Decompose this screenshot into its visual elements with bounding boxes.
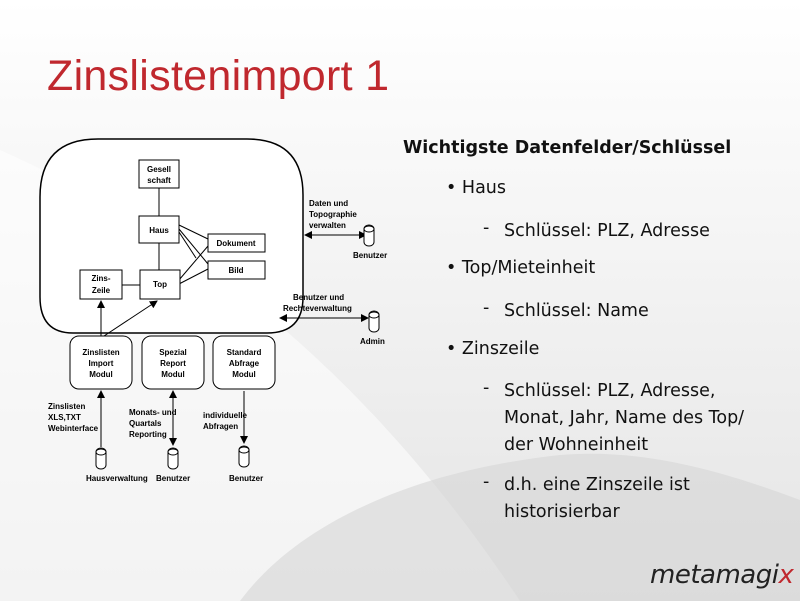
actor-benutzer-bottom-mid-icon [167,447,179,470]
bullet-label: Zinszeile [461,339,540,359]
entity-gesellschaft: Gesell schaft [138,159,180,189]
actor-benutzer-bottom-right-label: Benutzer [229,474,263,483]
svg-text:Abfragen: Abfragen [203,422,238,431]
content-heading: Wichtigste Datenfelder/Schlüssel [403,138,732,158]
flow-label-individuelle: individuelle Abfragen [203,411,248,431]
svg-text:Quartals: Quartals [129,419,162,428]
entity-relations [122,188,209,286]
svg-text:Modul: Modul [89,370,113,379]
bullet-marker: • [446,258,457,278]
bullet-marker: • [446,178,457,198]
dash-marker: - [483,472,490,492]
actor-benutzer-bottom-right-icon [238,445,250,468]
svg-text:Zeile: Zeile [92,286,111,295]
bullet-marker: • [446,339,457,359]
flow-label-rechte: Benutzer und Rechteverwaltung [283,293,352,313]
svg-text:Top: Top [153,280,167,289]
module-standard-abfrage: Standard Abfrage Modul [212,335,276,390]
sub-item-text: Schlüssel: PLZ, Adresse [504,221,710,241]
dash-marker: - [483,218,490,238]
svg-text:Import: Import [89,359,114,368]
actor-benutzer-bottom-mid-label: Benutzer [156,474,190,483]
svg-text:Dokument: Dokument [216,239,255,248]
bullet-label: Haus [461,178,506,198]
entity-zinszeile: Zins- Zeile [79,269,123,300]
svg-text:Monats- und: Monats- und [129,408,177,417]
svg-text:Gesell: Gesell [147,165,171,174]
svg-text:Haus: Haus [149,226,169,235]
flow-label-zinslisten-input: Zinslisten XLS,TXT Webinterface [48,402,99,433]
dash-marker: - [483,378,490,398]
svg-text:Zinslisten: Zinslisten [48,402,85,411]
svg-text:Zins-: Zins- [91,274,110,283]
svg-text:Spezial: Spezial [159,348,187,357]
module-zinslisten-import: Zinslisten Import Modul [69,335,133,390]
svg-text:schaft: schaft [147,176,171,185]
flow-label-monats: Monats- und Quartals Reporting [129,408,177,439]
actor-admin-icon [368,310,380,333]
flow-label-daten: Daten und Topographie verwalten [309,199,357,230]
svg-text:Abfrage: Abfrage [229,359,260,368]
svg-text:Benutzer und: Benutzer und [293,293,344,302]
bullet-item-haus: • Haus [446,178,506,198]
entity-haus: Haus [138,215,180,244]
module-spezial-report: Spezial Report Modul [141,335,205,390]
svg-text:Topographie: Topographie [309,210,357,219]
entity-bild: Bild [207,260,266,280]
svg-text:Standard: Standard [227,348,262,357]
sub-item-text: Schlüssel: Name [504,301,649,321]
bullet-item-top: • Top/Mieteinheit [446,258,595,278]
entity-dokument: Dokument [207,233,266,253]
actor-hausverwaltung-label: Hausverwaltung [86,474,148,483]
svg-text:Zinslisten: Zinslisten [82,348,119,357]
bullet-item-zinszeile: • Zinszeile [446,339,539,359]
dash-marker: - [483,298,490,318]
actor-hausverwaltung-icon [95,447,107,470]
svg-text:Rechteverwaltung: Rechteverwaltung [283,304,352,313]
actor-admin-label: Admin [360,337,385,346]
svg-text:individuelle: individuelle [203,411,248,420]
svg-text:Bild: Bild [228,266,243,275]
metamagix-logo: metamagix [650,560,794,590]
svg-text:Daten und: Daten und [309,199,348,208]
svg-text:Reporting: Reporting [129,430,167,439]
svg-text:verwalten: verwalten [309,221,346,230]
actor-benutzer-right-label: Benutzer [353,251,387,260]
entity-top: Top [139,269,181,300]
svg-text:Modul: Modul [161,370,185,379]
sub-item-text: d.h. eine Zinszeile ist historisierbar [504,475,690,522]
slide-title: Zinslistenimport 1 [47,52,390,100]
svg-text:Webinterface: Webinterface [48,424,99,433]
svg-text:XLS,TXT: XLS,TXT [48,413,81,422]
actor-benutzer-right-icon [363,224,375,247]
bullet-label: Top/Mieteinheit [461,258,596,278]
svg-text:Modul: Modul [232,370,256,379]
flow-arrows [97,231,369,447]
svg-text:Report: Report [160,359,186,368]
sub-item-text: Schlüssel: PLZ, Adresse, Monat, Jahr, Na… [504,381,745,455]
